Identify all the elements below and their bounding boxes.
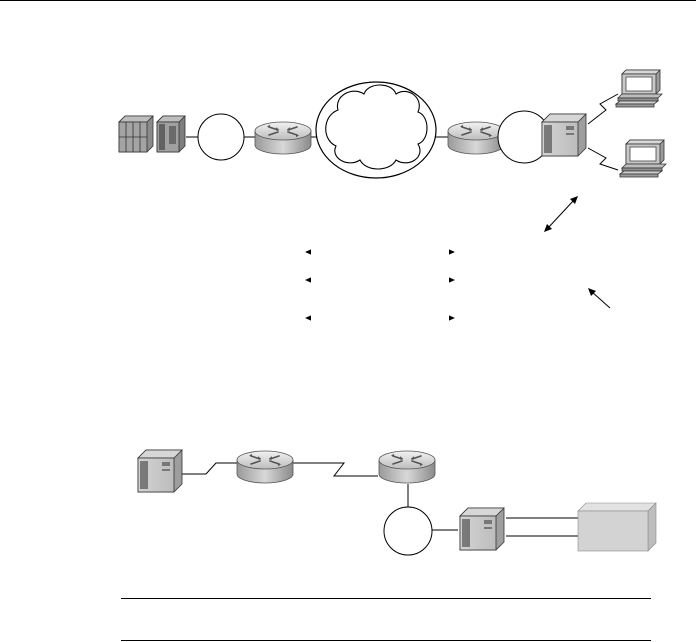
top-rule [0,0,696,1]
router-icon [447,121,505,155]
double-arrow-icon [544,196,578,232]
pc-workstation-icon [619,139,667,178]
token-ring-icon [383,506,433,556]
top-diagram [118,69,667,321]
span-arrows [305,249,455,321]
server-icon [137,449,183,493]
router-icon [378,450,436,484]
pointer-arrow-icon [588,288,611,309]
bottom-diagram [137,449,657,556]
caption-rule-bottom [121,640,651,641]
mainframe-icon [118,115,186,153]
router-icon [236,450,294,484]
network-cloud-icon [315,81,437,179]
token-ring-icon [197,113,245,161]
server-icon [541,113,587,157]
server-icon [459,507,505,551]
pc-workstation-icon [615,69,663,108]
caption-rule-top [121,598,651,599]
host-box-icon [577,502,657,552]
router-icon [254,121,312,155]
